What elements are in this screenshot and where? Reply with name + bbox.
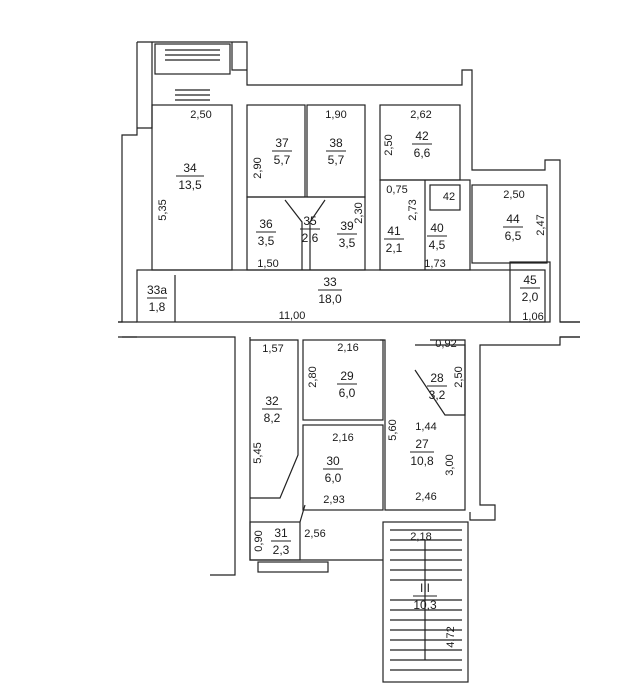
walls — [118, 41, 580, 683]
dim-label: 2,90 — [252, 157, 264, 178]
dim-label: 2,50 — [190, 109, 211, 121]
room-34-number: 34 — [183, 161, 197, 175]
room-labels: 34 13,5 37 5,7 38 5,7 42 6,6 36 3,5 35 2… — [147, 129, 540, 612]
dim-label: 1,44 — [415, 421, 436, 433]
room-42-area: 6,6 — [414, 146, 431, 160]
dim-label: 2,80 — [307, 366, 319, 387]
dim-label: 3,00 — [444, 454, 456, 475]
room-III-number: III — [420, 581, 430, 595]
dim-label: 5,60 — [387, 419, 399, 440]
dim-label: 11,00 — [279, 310, 306, 322]
dim-label: 2,56 — [304, 528, 325, 540]
room-30-area: 6,0 — [325, 471, 342, 485]
room-36-number: 36 — [259, 217, 273, 231]
room-37-area: 5,7 — [274, 153, 291, 167]
room-41-number: 41 — [387, 224, 401, 238]
dim-label: 2,73 — [407, 199, 419, 220]
room-45-area: 2,0 — [522, 290, 539, 304]
room-40-area: 4,5 — [429, 238, 446, 252]
room-39-area: 3,5 — [339, 236, 356, 250]
room-29-area: 6,0 — [339, 386, 356, 400]
room-27-number: 27 — [415, 437, 429, 451]
room-31-number: 31 — [274, 526, 288, 540]
room-32-number: 32 — [265, 394, 279, 408]
dim-label: 2,50 — [503, 189, 524, 201]
dim-label: 2,47 — [535, 214, 547, 235]
room-36-area: 3,5 — [258, 234, 275, 248]
room-32-area: 8,2 — [264, 411, 281, 425]
dim-label: 2,16 — [337, 342, 358, 354]
room-31-area: 2,3 — [273, 543, 290, 557]
room-33a-area: 1,8 — [149, 300, 166, 314]
room-28-number: 28 — [430, 371, 444, 385]
room-28-area: 3,2 — [429, 388, 446, 402]
dim-label: 2,62 — [410, 109, 431, 121]
dim-label: 2,18 — [410, 531, 431, 543]
dim-label: 0,75 — [386, 184, 407, 196]
dim-label: 5,35 — [157, 199, 169, 220]
dim-label: 1,50 — [257, 258, 278, 270]
dim-label: 1,06 — [522, 311, 543, 323]
dim-label: 1,90 — [325, 109, 346, 121]
room-44-number: 44 — [506, 212, 520, 226]
room-33a-number: 33а — [147, 283, 167, 297]
room-38-number: 38 — [329, 136, 343, 150]
dim-label: 1,57 — [262, 343, 283, 355]
room-III-area: 10,3 — [413, 598, 437, 612]
dim-label: 2,16 — [332, 432, 353, 444]
room-40-number: 40 — [430, 221, 444, 235]
dim-label: 2,50 — [383, 134, 395, 155]
room-37-number: 37 — [275, 136, 289, 150]
dim-label: 2,50 — [453, 366, 465, 387]
dimension-labels: 2,50 1,90 2,62 2,90 2,50 5,35 0,75 2,73 … — [157, 109, 547, 648]
room-42-door-label: 42 — [443, 191, 455, 203]
dim-label: 0,90 — [253, 530, 265, 551]
dim-label: 5,45 — [252, 442, 264, 463]
room-38-area: 5,7 — [328, 153, 345, 167]
room-27-area: 10,8 — [410, 454, 434, 468]
dim-label: 2,30 — [353, 202, 365, 223]
room-39-number: 39 — [340, 219, 354, 233]
dim-label: 1,73 — [424, 258, 445, 270]
room-33-number: 33 — [323, 275, 337, 289]
room-41-area: 2,1 — [386, 241, 403, 255]
room-44-area: 6,5 — [505, 229, 522, 243]
room-34-area: 13,5 — [178, 178, 202, 192]
room-35-area: 2,6 — [302, 231, 319, 245]
dim-label: 0,92 — [435, 338, 456, 350]
dim-label: 2,93 — [323, 494, 344, 506]
dim-label: 2,46 — [415, 491, 436, 503]
room-45-number: 45 — [523, 273, 537, 287]
room-42-number: 42 — [415, 129, 429, 143]
room-35-number: 35 — [303, 214, 317, 228]
room-29-number: 29 — [340, 369, 354, 383]
dim-label: 4,72 — [445, 626, 457, 647]
room-30-number: 30 — [326, 454, 340, 468]
room-33-area: 18,0 — [318, 292, 342, 306]
